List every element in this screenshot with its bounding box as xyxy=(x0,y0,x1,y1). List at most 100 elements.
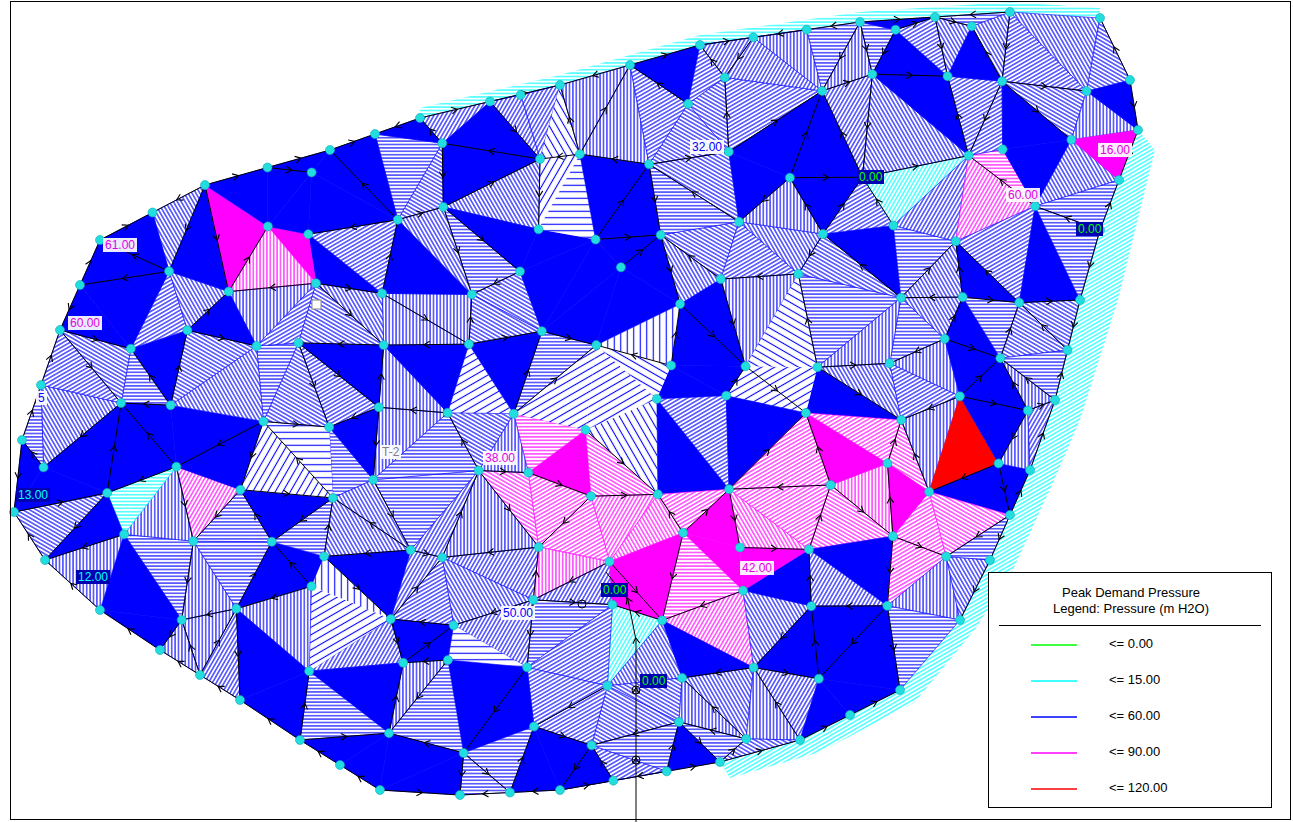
pipe xyxy=(560,745,592,790)
pipe xyxy=(649,164,739,222)
pressure-value: 16.00 xyxy=(1098,143,1132,157)
pipe xyxy=(630,65,688,104)
junction xyxy=(735,217,744,226)
pressure-value: T-2 xyxy=(380,445,401,459)
pipe xyxy=(860,17,935,22)
junction xyxy=(942,552,951,561)
contour-triangle xyxy=(193,490,271,542)
junction xyxy=(252,341,261,350)
contour-triangle xyxy=(460,753,510,795)
pipe xyxy=(790,91,822,178)
pipe xyxy=(860,22,872,74)
pipe xyxy=(490,85,560,102)
legend-swatch xyxy=(1029,712,1079,722)
supply-main xyxy=(606,572,636,822)
pipe xyxy=(442,471,479,558)
pressure-value: 38.00 xyxy=(483,451,517,465)
junction xyxy=(814,674,823,683)
pipe xyxy=(268,168,312,173)
pipe xyxy=(612,605,662,621)
contour-triangle xyxy=(720,739,800,762)
junction xyxy=(653,490,662,499)
contour-triangle xyxy=(649,152,739,222)
pipe xyxy=(746,366,806,413)
pipe xyxy=(649,164,661,235)
pipe xyxy=(45,560,100,610)
junction xyxy=(739,586,748,595)
pipe xyxy=(901,241,956,297)
legend-swatch-line xyxy=(1031,680,1077,682)
junction xyxy=(263,222,272,231)
junction xyxy=(581,425,590,434)
pipe xyxy=(901,297,963,299)
pipe xyxy=(726,366,745,395)
legend-text: <= 0.00 xyxy=(1109,636,1153,652)
pipe xyxy=(592,722,679,745)
pipe xyxy=(316,283,382,293)
pipe xyxy=(121,403,170,405)
pipe xyxy=(754,667,819,678)
junction xyxy=(1134,126,1143,135)
junction xyxy=(201,181,210,190)
pipe xyxy=(187,292,228,331)
pipe xyxy=(960,396,1028,410)
junction xyxy=(656,230,665,239)
junction xyxy=(1126,76,1135,85)
junction xyxy=(951,237,960,246)
legend-row: <= 60.00 xyxy=(1029,707,1259,727)
pipe xyxy=(682,667,753,677)
junction xyxy=(307,582,316,591)
pipe xyxy=(1000,358,1055,400)
pipe xyxy=(823,234,901,298)
junction xyxy=(955,392,964,401)
pipe xyxy=(729,485,831,489)
pressure-value: 32.00 xyxy=(690,140,724,154)
contour-triangle xyxy=(560,771,667,790)
junction xyxy=(645,160,654,169)
junction xyxy=(263,163,272,172)
junction xyxy=(931,13,940,22)
pipe xyxy=(721,274,799,279)
pressure-value: 61.00 xyxy=(103,238,137,252)
pipe xyxy=(1000,303,1019,359)
junction xyxy=(1026,466,1035,475)
junction xyxy=(524,468,533,477)
pipe xyxy=(514,331,542,414)
pipe xyxy=(613,771,666,780)
pipe xyxy=(679,722,746,739)
legend-swatch-line xyxy=(1031,644,1077,646)
pipe xyxy=(630,45,700,65)
pipe xyxy=(729,413,806,489)
pipe xyxy=(514,345,597,414)
pipe xyxy=(391,557,442,619)
junction xyxy=(506,788,515,797)
junction xyxy=(39,463,48,472)
pipe xyxy=(442,547,539,557)
pipe xyxy=(753,30,806,38)
pipe xyxy=(662,533,683,621)
junction xyxy=(1006,511,1015,520)
contour-triangle xyxy=(999,463,1030,515)
junction xyxy=(374,403,383,412)
pipe xyxy=(539,496,591,547)
junction xyxy=(897,415,906,424)
pipe xyxy=(324,550,411,556)
junction xyxy=(183,326,192,335)
pressure-value: 60.00 xyxy=(1006,188,1040,202)
pipe xyxy=(324,498,333,557)
pipe xyxy=(790,177,863,178)
pipe xyxy=(448,413,479,471)
pipe xyxy=(443,207,472,294)
contour-triangle xyxy=(592,745,667,780)
junction xyxy=(509,409,518,418)
pressure-value: 13.00 xyxy=(16,488,50,502)
junction xyxy=(117,399,126,408)
pipe xyxy=(661,235,680,304)
contour-triangle xyxy=(382,293,472,344)
legend-swatch-line xyxy=(1031,752,1077,754)
junction xyxy=(603,681,612,690)
pipe xyxy=(1080,230,1100,300)
pipe xyxy=(176,467,193,541)
junction xyxy=(449,621,458,630)
